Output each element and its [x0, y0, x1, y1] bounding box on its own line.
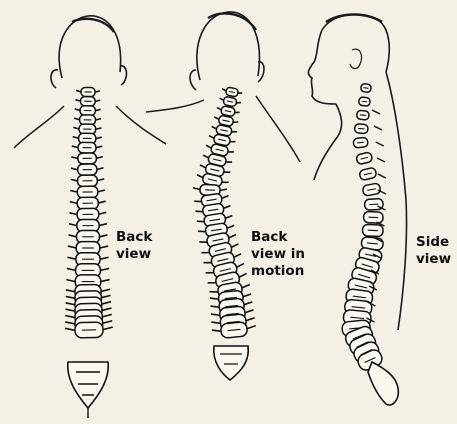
label-line: Back	[251, 229, 305, 246]
label-back-view-in-motion: Back view in motion	[251, 229, 305, 280]
label-line: motion	[251, 263, 305, 280]
spine-back-view	[65, 87, 113, 418]
vertebra	[356, 110, 369, 120]
vertebra	[65, 322, 113, 338]
side-view-figure	[308, 15, 406, 406]
label-line: Side	[416, 234, 451, 251]
sacrum	[68, 362, 108, 408]
label-back-view: Back view	[116, 229, 152, 263]
label-line: view in	[251, 246, 305, 263]
vertebra	[362, 224, 383, 236]
vertebra	[363, 211, 383, 223]
vertebra	[75, 106, 101, 116]
back-view-in-motion-figure	[146, 12, 300, 380]
vertebra	[221, 86, 243, 98]
vertebra	[72, 142, 102, 153]
vertebra	[71, 175, 105, 187]
vertebra	[75, 96, 100, 106]
sacrum	[214, 346, 249, 380]
vertebra	[71, 164, 104, 175]
vertebra	[216, 105, 240, 118]
vertebra	[361, 83, 372, 92]
vertebra	[354, 124, 368, 134]
back-view-figure	[14, 16, 166, 418]
vertebra	[364, 198, 383, 210]
vertebra	[359, 167, 377, 181]
spine-in-motion	[193, 86, 257, 380]
vertebra	[353, 137, 368, 148]
vertebra	[70, 197, 106, 209]
spine-side-view	[342, 83, 399, 405]
label-side-view: Side view	[416, 234, 451, 268]
vertebra	[219, 95, 242, 108]
vertebra	[70, 186, 105, 198]
head-outline	[190, 12, 264, 90]
label-line: Back	[116, 229, 152, 246]
vertebra	[356, 152, 373, 165]
label-line: view	[416, 251, 451, 268]
vertebra	[71, 153, 103, 164]
vertebra	[76, 87, 100, 96]
label-line: view	[116, 246, 152, 263]
head-outline	[51, 16, 127, 88]
sacrum	[368, 362, 398, 405]
vertebra	[358, 97, 370, 107]
